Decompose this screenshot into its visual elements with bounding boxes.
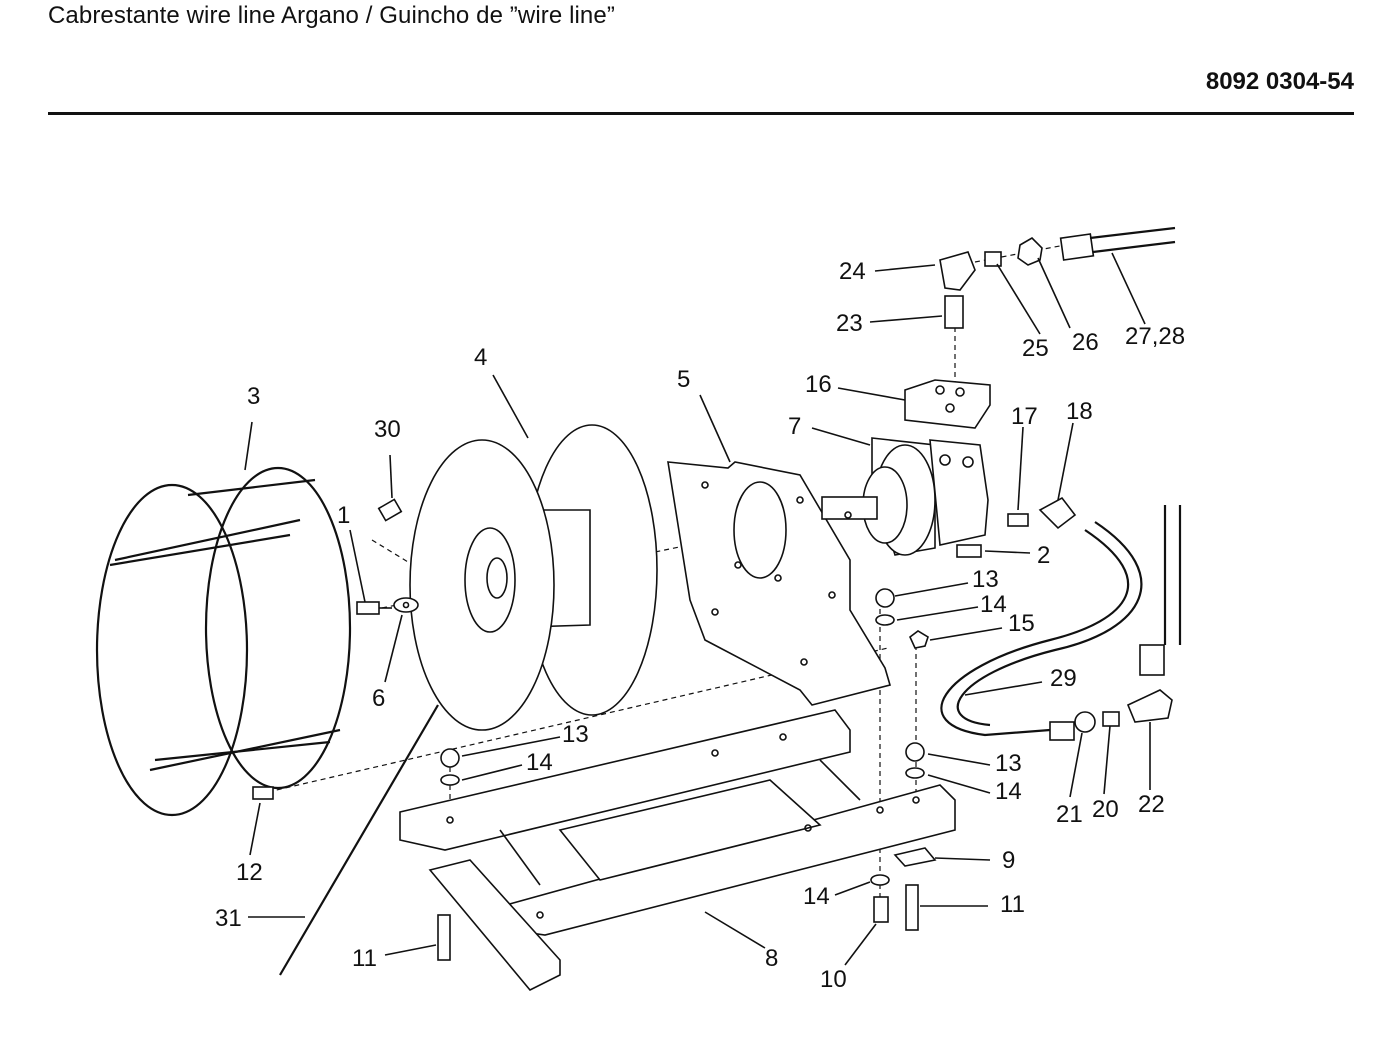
callout-18: 18 [1066, 398, 1093, 425]
drum-fasteners [356, 498, 419, 615]
callout-4: 4 [474, 344, 487, 371]
motor-fasteners [875, 496, 1077, 649]
callout-23: 23 [836, 310, 863, 337]
callout-14-motor: 14 [980, 591, 1007, 618]
callout-5: 5 [677, 366, 690, 393]
cable-drum [409, 424, 658, 731]
callout-2: 2 [1037, 542, 1050, 569]
valve-block [904, 379, 991, 429]
callout-17: 17 [1011, 403, 1038, 430]
hydraulic-motor [821, 437, 989, 556]
callout-13-right: 13 [995, 750, 1022, 777]
wire-line-cable [279, 704, 439, 976]
wire-guard-cage [95, 466, 352, 817]
callout-7: 7 [788, 413, 801, 440]
mounting-bracket [667, 461, 892, 706]
callout-leader-lines [244, 252, 1151, 966]
callout-labels: 1 2 3 4 5 6 7 8 9 10 11 11 12 13 13 13 1… [215, 258, 1185, 993]
callout-14-bottom: 14 [803, 883, 830, 910]
callout-16: 16 [805, 371, 832, 398]
callout-26: 26 [1072, 329, 1099, 356]
callout-15: 15 [1008, 610, 1035, 637]
top-fittings [939, 226, 1176, 329]
callout-25: 25 [1022, 335, 1049, 362]
callout-11-right: 11 [1000, 891, 1025, 918]
callout-21: 21 [1056, 801, 1083, 828]
header-rule [48, 112, 1354, 115]
callout-14-left: 14 [526, 749, 553, 776]
part-number: 8092 0304-54 [1205, 68, 1354, 95]
callout-30: 30 [374, 416, 401, 443]
callout-12: 12 [236, 859, 263, 886]
callout-11-left: 11 [352, 945, 377, 972]
callout-1: 1 [337, 502, 350, 529]
callout-10: 10 [820, 966, 847, 993]
callout-29: 29 [1050, 665, 1077, 692]
base-fasteners [252, 742, 937, 961]
callout-6: 6 [372, 685, 385, 712]
callout-13-motor: 13 [972, 566, 999, 593]
callout-31: 31 [215, 905, 242, 932]
page-title: Cabrestante wire line Argano / Guincho d… [48, 2, 615, 29]
callout-22: 22 [1138, 791, 1165, 818]
callout-8: 8 [765, 945, 778, 972]
callout-13-left: 13 [562, 721, 589, 748]
callout-27-28: 27,28 [1125, 323, 1185, 350]
callout-20: 20 [1092, 796, 1119, 823]
hydraulic-hose-assembly [940, 505, 1182, 741]
callout-24: 24 [839, 258, 866, 285]
callout-3: 3 [247, 383, 260, 410]
callout-9: 9 [1002, 847, 1015, 874]
callout-14-right: 14 [995, 778, 1022, 805]
base-frame [399, 709, 956, 991]
